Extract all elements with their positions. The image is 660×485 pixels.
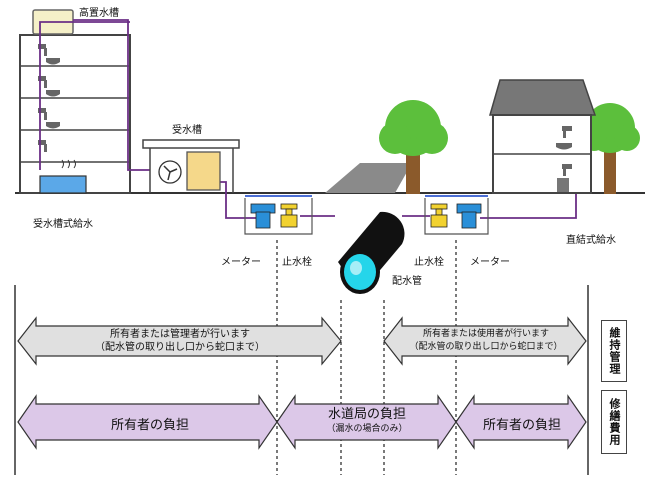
maintenance-arrow-right xyxy=(383,316,587,366)
receiving-tank xyxy=(186,151,221,191)
repair-header: 修繕費用 xyxy=(601,390,627,454)
repair-center-text: 水道局の負担 （漏水の場合のみ） xyxy=(297,406,437,435)
maintenance-right-line1: 所有者または使用者が行います xyxy=(422,329,549,339)
label-main-pipe: 配水管 xyxy=(392,276,422,287)
repair-right-text: 所有者の負担 xyxy=(482,418,561,433)
meter-icon-left xyxy=(250,203,276,229)
pump-icon xyxy=(158,160,182,184)
bathtub xyxy=(39,175,87,194)
label-tank-supply: 受水槽式給水 xyxy=(33,219,93,230)
maintenance-left-text: 所有者または管理者が行います （配水管の取り出し口から蛇口まで） xyxy=(40,328,320,354)
label-meter-right: メーター xyxy=(470,257,510,268)
label-elevated-tank: 高置水槽 xyxy=(79,8,119,19)
receiving-tank-shed xyxy=(142,139,240,193)
boundary-lines xyxy=(14,240,589,475)
tree-icon-center xyxy=(379,100,448,194)
label-direct-supply: 直結式給水 xyxy=(566,235,616,246)
repair-center-sub: （漏水の場合のみ） xyxy=(326,424,408,434)
tree-icon-right xyxy=(581,103,640,194)
maintenance-header: 維持管理 xyxy=(601,320,627,382)
house-faucet-icons xyxy=(556,126,572,192)
label-receiving-tank: 受水槽 xyxy=(172,125,202,136)
maintenance-header-text: 維持管理 xyxy=(608,327,621,375)
main-pipe-icon xyxy=(338,211,405,294)
stopcock-icon-left xyxy=(280,203,298,228)
maintenance-left-line1: 所有者または管理者が行います xyxy=(110,329,250,340)
left-apartment-building xyxy=(19,34,131,194)
road xyxy=(325,163,412,193)
maintenance-right-text: 所有者または使用者が行います （配水管の取り出し口から蛇口まで） xyxy=(398,328,574,354)
repair-header-text: 修繕費用 xyxy=(608,398,621,446)
label-meter-left: メーター xyxy=(221,257,261,268)
meter-icon-right xyxy=(456,203,482,229)
maintenance-left-line2: （配水管の取り出し口から蛇口まで） xyxy=(95,342,265,353)
repair-center-main: 水道局の負担 xyxy=(327,407,406,422)
repair-left-text: 所有者の負担 xyxy=(110,418,189,433)
repair-arrow-right xyxy=(455,394,587,450)
faucet-icons xyxy=(38,44,60,152)
right-house xyxy=(489,79,597,194)
stopcock-icon-right xyxy=(430,203,448,228)
meter-box-right xyxy=(424,195,489,235)
maintenance-right-line2: （配水管の取り出し口から蛇口まで） xyxy=(409,342,563,352)
meter-box-left xyxy=(244,195,313,235)
maintenance-arrow-left xyxy=(17,316,342,366)
label-stopcock-right: 止水栓 xyxy=(414,257,444,268)
label-stopcock-left: 止水栓 xyxy=(282,257,312,268)
